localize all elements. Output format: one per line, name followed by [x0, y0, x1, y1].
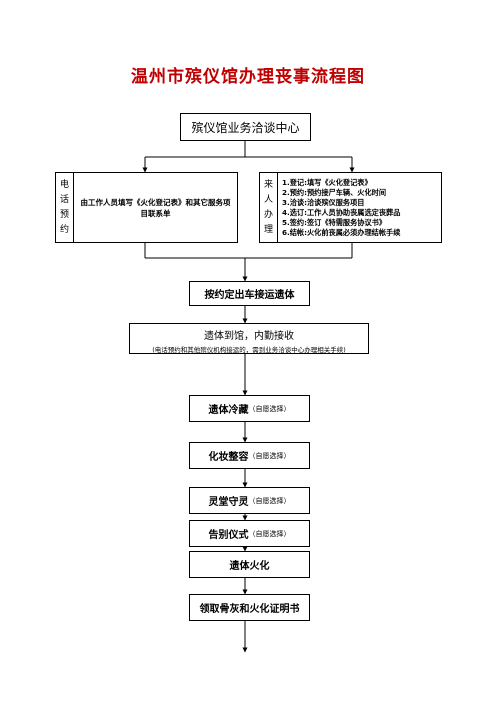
arrival-step-title: 遗体到馆，内勤接收: [204, 331, 294, 342]
consultation-center-box: 殡仪馆业务洽谈中心: [180, 113, 311, 141]
vigil-step-label: 灵堂守灵: [208, 497, 249, 508]
phone-booking-label-char: 话: [59, 194, 69, 205]
phone-booking-label-char: 预: [59, 209, 69, 220]
makeup-step-label: 化妆整容: [208, 452, 249, 463]
walk-in-step: 1.登记:填写《火化登记表》: [282, 178, 372, 187]
optional-note: （自愿选择）: [248, 404, 291, 413]
farewell-step-label: 告别仪式: [208, 530, 249, 541]
walk-in-step: 3.洽谈:洽谈殡仪服务项目: [282, 198, 365, 207]
phone-booking-label: 电 话 预 约: [56, 173, 74, 242]
vigil-step-box: 灵堂守灵 （自愿选择）: [189, 487, 310, 514]
optional-note: （自愿选择）: [248, 496, 291, 505]
cold-storage-step-box: 遗体冷藏 （自愿选择）: [189, 395, 310, 422]
cold-storage-step-label: 遗体冷藏: [208, 405, 249, 416]
walk-in-label-char: 来: [263, 179, 273, 190]
walk-in-step: 2.预约:预约接尸车辆、火化时间: [282, 188, 387, 197]
walk-in-step: 5.签约:签订《特需服务协议书》: [282, 218, 387, 227]
farewell-step-box: 告别仪式 （自愿选择）: [189, 520, 310, 547]
makeup-step-box: 化妆整容 （自愿选择）: [189, 442, 310, 469]
walk-in-label-char: 办: [263, 209, 273, 220]
walk-in-box: 来 人 办 理 1.登记:填写《火化登记表》 2.预约:预约接尸车辆、火化时间 …: [259, 172, 442, 243]
walk-in-step: 6.结帐:火化前丧属必须办理结帐手续: [282, 228, 401, 237]
walk-in-label-char: 人: [263, 194, 273, 205]
phone-booking-label-char: 电: [59, 179, 69, 190]
optional-note: （自愿选择）: [248, 451, 291, 460]
arrival-step-note: (电话预约和其他殡仪机构接运的，需到业务洽谈中心办理相关手续): [152, 346, 346, 354]
optional-note: （自愿选择）: [248, 529, 291, 538]
phone-booking-label-char: 约: [59, 224, 69, 235]
cremation-step-box: 遗体火化: [189, 551, 310, 578]
cremation-step-label: 遗体火化: [229, 561, 270, 572]
walk-in-label: 来 人 办 理: [260, 173, 278, 242]
pickup-step-box: 按约定出车接运遗体: [189, 281, 310, 306]
walk-in-step: 4.选订:工作人员协助丧属选定丧葬品: [282, 208, 401, 217]
collect-ashes-step-box: 领取骨灰和火化证明书: [189, 594, 310, 621]
walk-in-steps: 1.登记:填写《火化登记表》 2.预约:预约接尸车辆、火化时间 3.洽谈:洽谈殡…: [282, 178, 439, 238]
pickup-step-label: 按约定出车接运遗体: [204, 290, 295, 301]
consultation-center-label: 殡仪馆业务洽谈中心: [191, 120, 300, 135]
arrival-step-box: 遗体到馆，内勤接收 (电话预约和其他殡仪机构接运的，需到业务洽谈中心办理相关手续…: [129, 323, 369, 354]
page-title: 温州市殡仪馆办理丧事流程图: [131, 67, 365, 87]
walk-in-label-char: 理: [263, 224, 273, 235]
collect-ashes-step-label: 领取骨灰和火化证明书: [199, 604, 300, 615]
phone-booking-box: 电 话 预 约 由工作人员填写《火化登记表》和其它服务项目联系单: [55, 172, 238, 243]
phone-booking-content: 由工作人员填写《火化登记表》和其它服务项目联系单: [80, 198, 231, 218]
